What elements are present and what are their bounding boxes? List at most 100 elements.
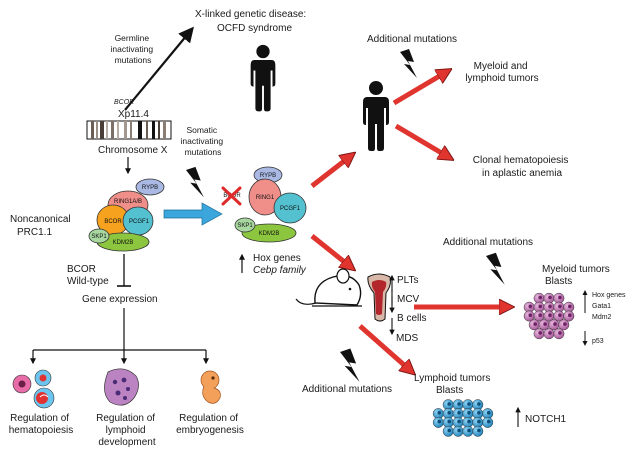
human-additional-label: Additional mutations <box>367 34 457 45</box>
lymphoid-blast-cell-nucleus <box>486 411 491 415</box>
mcv-label: MCV <box>397 294 420 305</box>
hox-label: Hox genes <box>253 253 301 264</box>
germline-label: Germline inactivating mutations <box>111 33 156 65</box>
mut-kdm2b <box>241 223 297 243</box>
lymphoid-cell-icon <box>104 368 139 406</box>
myeloid-blast-cell-nucleus <box>548 331 552 335</box>
myeloid-blast-cell-nucleus <box>553 322 557 326</box>
to-lymphoid-arrow <box>358 324 412 372</box>
svg-text:RING1: RING1 <box>256 195 275 201</box>
mds-label: MDS <box>396 333 419 344</box>
plts-label: PLTs <box>397 275 419 286</box>
myeloid-blast-cell-nucleus <box>568 313 572 318</box>
myeloid-blast-cell-nucleus <box>528 313 533 318</box>
to-myeloid-human-arrow <box>392 71 448 106</box>
lymphoid-blast-cell-nucleus <box>457 411 461 415</box>
lymphoid-blast-cell-nucleus <box>467 402 471 406</box>
bcells-label: B cells <box>397 313 426 324</box>
myeloid-blast-cell-nucleus <box>543 322 547 326</box>
mouse-bottom-lightning-icon <box>340 348 360 382</box>
lymphoid-blast-cell-nucleus <box>447 419 452 424</box>
myeloid-blast-cell-nucleus <box>538 331 542 335</box>
gene-expression-label: Gene expression <box>82 294 158 305</box>
repression-symbol <box>117 254 131 287</box>
mut-skp1 <box>234 217 256 233</box>
myeloid-lymphoid-label: Myeloid and lymphoid tumors <box>465 61 538 84</box>
disease-title: X-linked genetic disease: <box>195 9 306 20</box>
germline-arrow <box>124 26 194 111</box>
svg-text:RING1A/B: RING1A/B <box>114 199 142 205</box>
svg-text:RYPB: RYPB <box>260 173 276 179</box>
lymphoid-blast-cell-nucleus <box>447 428 452 433</box>
svg-text:RYPB: RYPB <box>142 185 158 191</box>
svg-text:KDM2B: KDM2B <box>259 231 280 237</box>
svg-text:PCGF1: PCGF1 <box>280 206 301 212</box>
locus-label: Xp11.4 <box>118 109 149 120</box>
lymphoid-blast-cell-nucleus <box>457 428 461 433</box>
myeloid-blast-cell-nucleus <box>528 304 533 309</box>
blasts-myeloid-label: Blasts <box>545 276 572 287</box>
myeloid-blast-cell-nucleus <box>558 313 562 318</box>
lymphoid-blast-cell-nucleus <box>457 419 461 424</box>
somatic-blue-arrow <box>163 202 223 226</box>
mouse-top-lightning-icon <box>486 252 505 285</box>
embryo-icon <box>200 370 221 404</box>
cebp-label: Cebp family <box>253 265 307 276</box>
lymphoid-blast-cell-nucleus <box>477 428 481 433</box>
clonal-label: Clonal hematopoiesis in aplastic anemia <box>473 155 571 179</box>
hox-genes-mouse-label: Hox genes <box>592 292 626 299</box>
deleted-cross-icon <box>221 186 242 206</box>
myeloid-blast-cell-nucleus <box>538 304 542 309</box>
human-lightning-icon <box>400 49 417 78</box>
svg-text:SKP1: SKP1 <box>91 234 107 240</box>
myeloid-blast-cell-nucleus <box>558 331 562 335</box>
somatic-lightning-icon <box>186 166 204 198</box>
lymphoid-blast-cell-nucleus <box>437 419 442 424</box>
bone-marrow-icon <box>367 273 391 322</box>
wt-rypb <box>135 178 165 196</box>
to-clonal-arrow <box>394 123 450 158</box>
wildtype-label: BCOR Wild-type <box>67 264 109 287</box>
lymphoid-blast-cell-nucleus <box>437 411 442 415</box>
somatic-label: Somatic inactivating mutations <box>181 125 226 157</box>
patient-figure <box>250 44 276 112</box>
myeloid-blast-cell-nucleus <box>568 304 572 309</box>
myeloid-blast-cell-nucleus <box>558 304 562 309</box>
mut-pcgf1 <box>273 192 307 224</box>
lymphoid-blast-cell-nucleus <box>447 411 452 415</box>
svg-text:BCOR: BCOR <box>104 219 122 225</box>
wt-skp1 <box>88 228 110 244</box>
myeloid-blast-cell-nucleus <box>548 304 552 309</box>
svg-text:SKP1: SKP1 <box>237 223 253 229</box>
disease-name: OCFD syndrome <box>217 23 292 34</box>
human-figure <box>363 81 389 151</box>
p53-label: p53 <box>592 338 604 345</box>
myeloid-blast-cluster <box>523 292 575 340</box>
lymphoid-blast-cell-nucleus <box>467 411 471 415</box>
wt-complex: RYPB RING1A/B BCOR PCGF1 KDM2B SKP1 <box>88 178 165 252</box>
lymphoid-blast-cell-nucleus <box>457 402 461 406</box>
mut-complex: RYPB RING1 PCGF1 KDM2B SKP1 BCOR <box>221 166 307 243</box>
myeloid-blast-cell-nucleus <box>533 322 537 326</box>
bcor-gene-label: BCOR <box>114 99 134 106</box>
hematopoiesis-cells-icon <box>12 369 55 409</box>
myeloid-blast-cell-nucleus <box>548 313 552 318</box>
svg-text:PCGF1: PCGF1 <box>129 219 150 225</box>
myeloid-blast-cell-nucleus <box>563 322 567 326</box>
myeloid-tumors-label: Myeloid tumors <box>542 264 610 275</box>
lymphoid-blast-cell-nucleus <box>447 402 452 406</box>
mouse-additional-top-label: Additional mutations <box>443 237 533 248</box>
reg-hematopoiesis-label: Regulation of hematopoiesis <box>9 413 73 436</box>
mouse-icon <box>295 268 362 307</box>
tree-connector <box>30 308 209 365</box>
to-mouse-arrow <box>310 234 352 268</box>
lymphoid-blast-cell-nucleus <box>477 419 481 424</box>
chromosome-ideogram <box>86 120 172 140</box>
mouse-additional-bottom-label: Additional mutations <box>302 384 392 395</box>
gata1-label: Gata1 <box>592 303 611 310</box>
svg-text:KDM2B: KDM2B <box>113 240 134 246</box>
myeloid-blast-cell-nucleus <box>538 295 542 300</box>
to-human-arrow <box>310 155 352 188</box>
complex-title: Noncanonical PRC1.1 <box>10 214 73 238</box>
lymphoid-blast-cell-nucleus <box>467 419 471 424</box>
